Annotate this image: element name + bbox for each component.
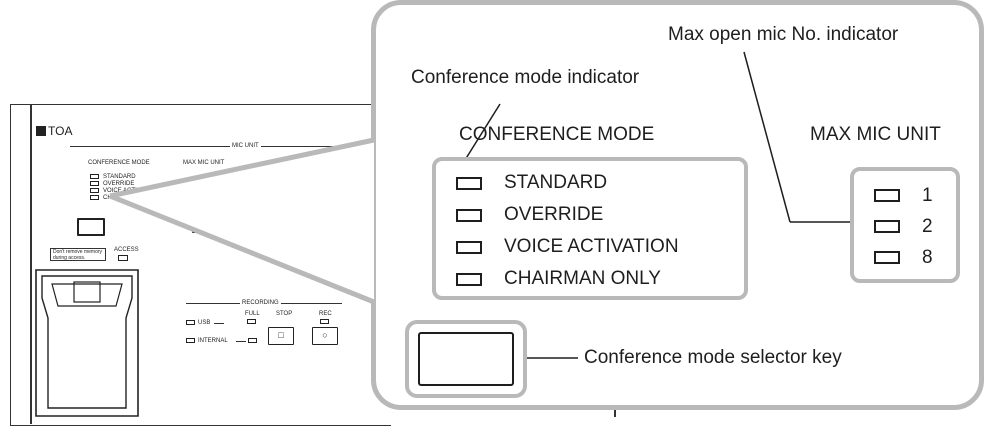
recording-label: RECORDING (240, 300, 281, 306)
conference-mode-indicator-label: Conference mode indicator (411, 67, 640, 88)
mode-led (456, 208, 482, 222)
toa-logo: TOA (36, 124, 72, 138)
full-label: FULL (245, 311, 260, 317)
leader-line-max (743, 51, 791, 223)
panel-edge-line (30, 104, 32, 424)
usb-label: USB (198, 320, 211, 326)
mode-row: VOICE ACTIVATION (456, 231, 679, 263)
usb-led (186, 320, 195, 325)
small-mode-label: OVERRIDE (103, 180, 135, 187)
internal-led-right (248, 338, 257, 343)
full-led (247, 319, 256, 324)
mode-label: CHAIRMAN ONLY (504, 268, 661, 289)
max-mic-unit-small-label: MAX MIC UNIT (183, 160, 225, 166)
max-led (874, 251, 900, 264)
small-conference-mode-key[interactable] (77, 218, 105, 236)
small-mode-led (90, 195, 99, 200)
small-mode-row: STANDARD (90, 173, 158, 180)
brand-text: TOA (48, 124, 73, 138)
max-led (874, 220, 900, 233)
internal-led (186, 338, 195, 343)
conference-mode-heading: CONFERENCE MODE (459, 124, 655, 145)
memory-note-line-1: Don't remove memory (53, 249, 103, 255)
mic-unit-line (70, 146, 370, 147)
mode-indicator-list: STANDARD OVERRIDE VOICE ACTIVATION CHAIR… (456, 167, 679, 295)
small-mode-led (90, 181, 99, 186)
access-label: ACCESS (114, 247, 139, 253)
access-led (118, 255, 128, 261)
internal-label: INTERNAL (198, 338, 228, 344)
mode-indicator-box (432, 157, 748, 300)
mode-label: OVERRIDE (504, 204, 604, 225)
memory-note-box: Don't remove memory during access. (50, 248, 106, 261)
memory-note-line-2: during access. (53, 254, 86, 261)
small-mode-row: OVERRIDE (90, 180, 158, 187)
usb-connector-line (214, 323, 224, 324)
conference-mode-selector-key[interactable] (418, 332, 514, 386)
callout-wedge (109, 51, 852, 359)
mode-row: STANDARD (456, 167, 679, 199)
max-value: 8 (922, 246, 933, 268)
max-indicator-box (850, 167, 960, 283)
small-mode-label: STANDARD (103, 173, 136, 180)
mode-led (456, 272, 482, 286)
mode-label: STANDARD (504, 172, 608, 193)
mode-row: OVERRIDE (456, 199, 679, 231)
small-mode-led (90, 188, 99, 193)
max-value: 1 (922, 184, 933, 206)
max-row: 1 (874, 180, 933, 211)
max-open-mic-indicator-label: Max open mic No. indicator (668, 24, 899, 45)
mic-unit-label: MIC UNIT (230, 143, 261, 149)
small-mode-led (90, 174, 99, 179)
conference-mode-small-label: CONFERENCE MODE (88, 160, 150, 166)
max-value: 2 (922, 215, 933, 237)
max-indicator-list: 1 2 8 (874, 180, 933, 273)
max-mic-unit-heading: MAX MIC UNIT (810, 124, 941, 145)
max-row: 8 (874, 242, 933, 273)
selector-key-frame (405, 320, 527, 398)
selector-key-label: Conference mode selector key (584, 347, 842, 368)
mode-led (456, 176, 482, 190)
memory-card-slot[interactable] (30, 268, 145, 418)
bottom-tick-line (614, 404, 616, 417)
rec-label: REC (319, 311, 332, 317)
stop-key[interactable]: □ (268, 327, 294, 345)
leader-line-mode (464, 103, 501, 161)
stop-label: STOP (276, 311, 293, 317)
internal-connector-line (236, 341, 246, 342)
mode-row: CHAIRMAN ONLY (456, 263, 679, 295)
max-led (874, 189, 900, 202)
mode-label: VOICE ACTIVATION (504, 236, 679, 257)
mode-led (456, 240, 482, 254)
max-row: 2 (874, 211, 933, 242)
rec-led (320, 319, 329, 324)
rec-key[interactable]: ○ (312, 327, 338, 345)
